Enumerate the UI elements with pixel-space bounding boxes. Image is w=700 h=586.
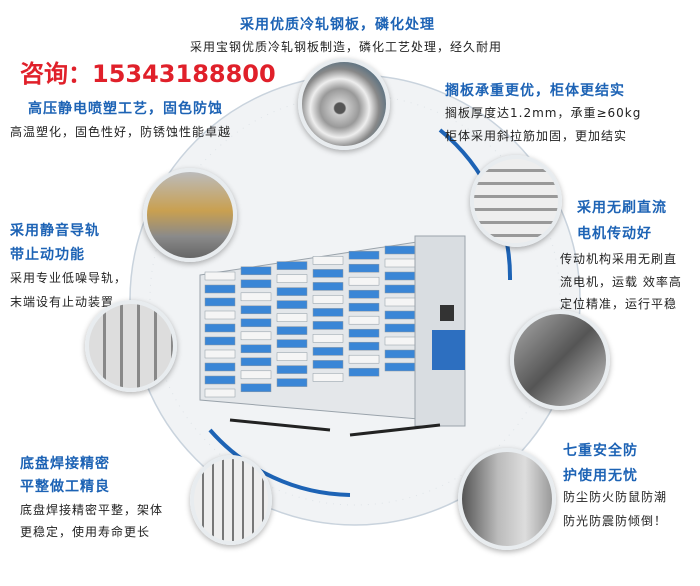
shelf-bin	[312, 373, 344, 382]
shelf-bin	[204, 388, 236, 398]
shelf-bin	[240, 292, 272, 302]
shelf-bin	[240, 383, 272, 393]
shelf-bin	[204, 271, 236, 281]
rail-desc-2: 末端设有止动装置	[10, 295, 115, 309]
chassis-title-1: 底盘焊接精密	[20, 456, 110, 472]
shelf-bin	[312, 334, 344, 343]
motor-desc-3: 定位精准，运行平稳	[560, 297, 678, 311]
shelf-bin	[240, 279, 272, 289]
shelf-bin	[204, 323, 236, 333]
shelf-bin	[204, 310, 236, 320]
motor-desc-2: 流电机，运载 效率高	[560, 275, 682, 289]
shelf-bin	[384, 297, 416, 307]
shelf-bin	[276, 365, 308, 374]
shelf-bin	[240, 318, 272, 328]
shelf-bin	[204, 375, 236, 385]
shelf-bin	[312, 295, 344, 304]
shelf-bin	[312, 321, 344, 330]
shelf-bin	[240, 331, 272, 341]
shelf-bin	[384, 310, 416, 320]
coating-line-photo	[143, 168, 237, 262]
shelf-title: 搁板承重更优，柜体更结实	[445, 83, 625, 99]
chassis-photo	[190, 455, 272, 545]
motor-title-1: 采用无刷直流	[577, 200, 667, 216]
shelf-bin	[312, 308, 344, 317]
motor-photo	[510, 310, 610, 410]
shelf-bin	[384, 336, 416, 346]
safety-title-1: 七重安全防	[563, 443, 638, 459]
shelf-bin	[312, 347, 344, 356]
motor-desc-1: 传动机构采用无刷直	[560, 252, 678, 266]
safety-title-2: 护使用无忧	[563, 468, 638, 484]
shelf-bin	[384, 349, 416, 359]
shelf-bin	[204, 336, 236, 346]
shelf-desc-1: 搁板厚度达1.2mm，承重≥60kg	[445, 106, 642, 120]
shelf-bin	[348, 289, 380, 299]
shelf-bin	[348, 367, 380, 377]
shelf-bin	[276, 287, 308, 296]
phone-contact[interactable]: 咨询：15343188800	[20, 60, 276, 88]
shelf-bin	[204, 297, 236, 307]
shelf-bin	[384, 271, 416, 281]
rail-title-2: 带止动功能	[10, 247, 85, 263]
shelf-bin	[348, 315, 380, 325]
shelf-bin	[276, 274, 308, 283]
top-title: 采用优质冷轧钢板，磷化处理	[240, 17, 435, 33]
shelf-bin	[348, 328, 380, 338]
chassis-title-2: 平整做工精良	[20, 479, 110, 495]
shelf-bin	[348, 263, 380, 273]
chassis-desc-2: 更稳定，使用寿命更长	[20, 525, 151, 539]
shelf-bin	[384, 245, 416, 255]
shelf-photo	[470, 155, 562, 247]
mobile-shelving-cabinet	[199, 235, 466, 437]
shelf-bin	[276, 326, 308, 335]
shelf-bin	[384, 362, 416, 372]
chassis-desc-1: 底盘焊接精密平整，架体	[20, 503, 164, 517]
shelf-bin	[312, 282, 344, 291]
steel-coil-photo	[298, 58, 390, 150]
shelf-bin	[384, 258, 416, 268]
shelf-bin	[240, 370, 272, 380]
cabinet-door-photo	[458, 448, 556, 550]
shelf-bin	[312, 256, 344, 265]
shelf-bin	[240, 266, 272, 276]
coating-title: 高压静电喷塑工艺，固色防蚀	[28, 101, 223, 117]
shelf-bin	[276, 261, 308, 270]
shelf-bin	[312, 269, 344, 278]
shelf-bin	[348, 302, 380, 312]
shelf-bin	[240, 357, 272, 367]
shelf-bin	[240, 344, 272, 354]
shelf-bin	[384, 323, 416, 333]
rail-photo	[85, 300, 177, 392]
motor-title-2: 电机传动好	[577, 226, 652, 242]
shelf-bin	[276, 339, 308, 348]
rail-title-1: 采用静音导轨	[10, 223, 100, 239]
shelf-bin	[348, 341, 380, 351]
shelf-bin	[348, 354, 380, 364]
shelf-bin	[348, 276, 380, 286]
coating-desc: 高温塑化，固色性好，防锈蚀性能卓越	[10, 125, 232, 139]
shelf-bin	[276, 352, 308, 361]
shelf-bin	[312, 360, 344, 369]
shelf-desc-2: 柜体采用斜拉筋加固，更加结实	[445, 129, 628, 143]
shelf-bin	[384, 284, 416, 294]
shelf-bin	[348, 250, 380, 260]
shelf-bin	[204, 284, 236, 294]
shelf-bin	[204, 349, 236, 359]
shelf-bin	[240, 305, 272, 315]
shelf-bin	[276, 313, 308, 322]
shelf-bin	[276, 378, 308, 387]
safety-desc-2: 防光防震防倾倒！	[563, 514, 668, 528]
rail-desc-1: 采用专业低噪导轨，	[10, 271, 128, 285]
shelf-bin	[276, 300, 308, 309]
safety-desc-1: 防尘防火防鼠防潮	[563, 490, 668, 504]
shelf-bin	[204, 362, 236, 372]
top-subtitle: 采用宝钢优质冷轧钢板制造，磷化工艺处理，经久耐用	[190, 40, 503, 54]
